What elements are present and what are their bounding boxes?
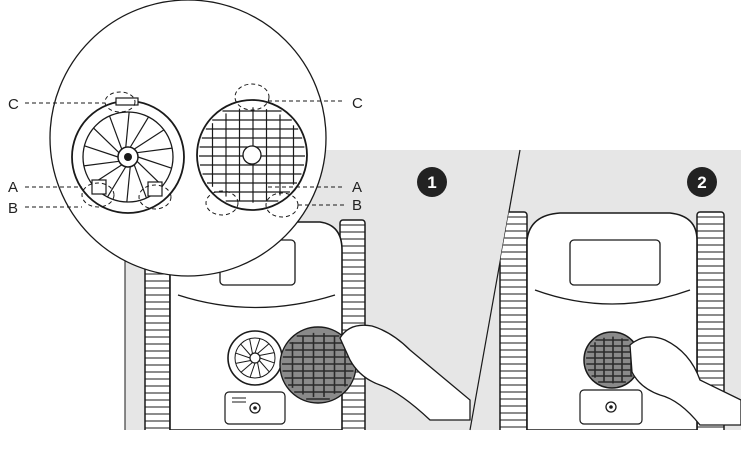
step-number-1: 1 — [427, 173, 436, 192]
label-a-left: A — [8, 179, 18, 196]
label-c-right: C — [352, 95, 363, 112]
label-c-left: C — [8, 96, 19, 113]
zoomed-grille — [197, 100, 307, 210]
label-b-right: B — [352, 197, 362, 214]
robot-step-2 — [500, 212, 741, 447]
step-number-2: 2 — [697, 173, 706, 192]
label-b-left: B — [8, 200, 18, 217]
label-a-right: A — [352, 179, 362, 196]
